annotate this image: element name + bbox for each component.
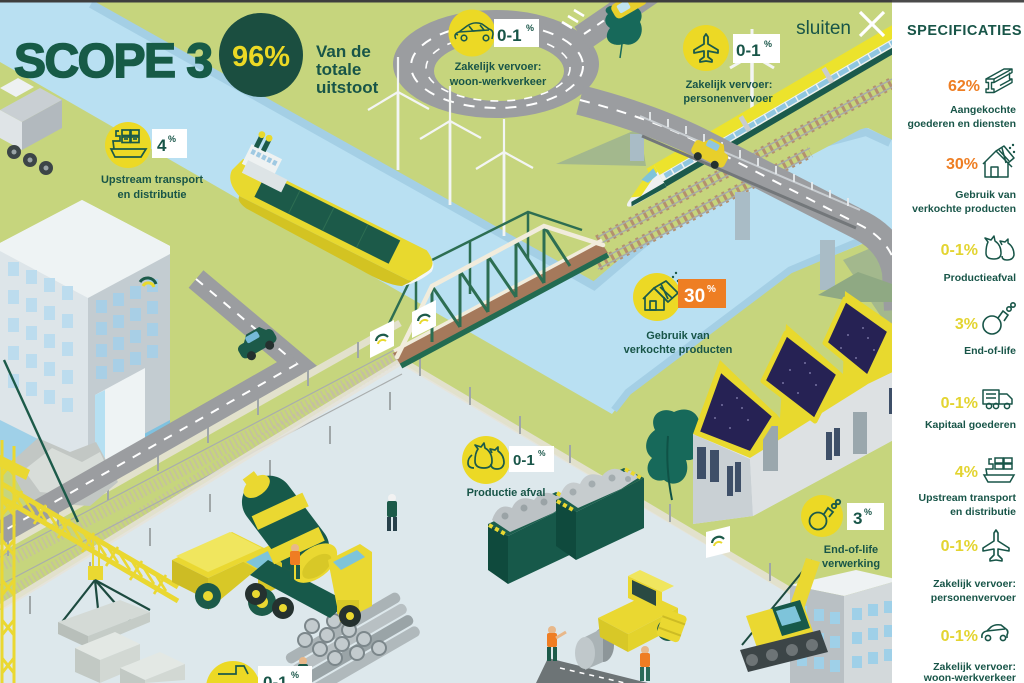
- svg-text:End-of-life: End-of-life: [964, 345, 1016, 357]
- svg-text:%: %: [526, 23, 534, 33]
- svg-text:%: %: [707, 284, 716, 295]
- svg-text:0-1%: 0-1%: [941, 538, 978, 555]
- svg-text:verwerking: verwerking: [822, 558, 880, 570]
- svg-text:Gebruik van: Gebruik van: [955, 189, 1016, 201]
- svg-text:verkochte producten: verkochte producten: [912, 203, 1016, 215]
- svg-text:0-1: 0-1: [497, 26, 522, 45]
- svg-text:4: 4: [157, 136, 167, 155]
- svg-text:Zakelijk vervoer:: Zakelijk vervoer:: [455, 61, 542, 73]
- svg-text:en distributie: en distributie: [117, 189, 186, 201]
- svg-text:Upstream transport: Upstream transport: [919, 492, 1017, 504]
- svg-text:0-1: 0-1: [736, 41, 761, 60]
- svg-text:Productieafval: Productieafval: [944, 272, 1016, 284]
- svg-text:woon-werkverkeer: woon-werkverkeer: [449, 76, 547, 88]
- svg-text:%: %: [291, 670, 299, 680]
- svg-text:Aangekochte: Aangekochte: [950, 104, 1016, 116]
- svg-text:30: 30: [684, 286, 705, 307]
- svg-text:4%: 4%: [955, 464, 978, 481]
- svg-text:woon-werkverkeer: woon-werkverkeer: [923, 672, 1016, 683]
- svg-text:SCOPE 3: SCOPE 3: [14, 35, 212, 88]
- svg-text:sluiten: sluiten: [796, 18, 851, 39]
- svg-text:Upstream transport: Upstream transport: [101, 174, 203, 186]
- svg-text:0-1%: 0-1%: [941, 395, 978, 412]
- svg-text:0-1%: 0-1%: [941, 628, 978, 645]
- svg-text:%: %: [864, 507, 872, 517]
- svg-text:SPECIFICATIES: SPECIFICATIES: [907, 23, 1022, 39]
- svg-text:%: %: [168, 134, 176, 144]
- svg-text:96%: 96%: [232, 41, 290, 73]
- svg-text:Zakelijk vervoer:: Zakelijk vervoer:: [933, 578, 1016, 590]
- svg-text:62%: 62%: [948, 78, 980, 95]
- svg-text:Gebruik van: Gebruik van: [646, 330, 710, 342]
- svg-text:3: 3: [853, 509, 862, 528]
- svg-text:0-1%: 0-1%: [941, 242, 978, 259]
- svg-text:uitstoot: uitstoot: [316, 78, 379, 97]
- svg-text:%: %: [538, 448, 546, 458]
- svg-text:personenvervoer: personenvervoer: [683, 93, 773, 105]
- svg-text:personenvervoer: personenvervoer: [931, 592, 1016, 604]
- svg-text:End-of-life: End-of-life: [824, 544, 878, 556]
- svg-text:3%: 3%: [955, 316, 978, 333]
- svg-text:Kapitaal goederen: Kapitaal goederen: [925, 419, 1016, 431]
- svg-text:30%: 30%: [946, 156, 978, 173]
- svg-text:0-1: 0-1: [513, 452, 535, 469]
- svg-text:Zakelijk vervoer:: Zakelijk vervoer:: [933, 661, 1016, 673]
- svg-text:verkochte producten: verkochte producten: [624, 344, 733, 356]
- svg-text:Productie afval: Productie afval: [467, 487, 546, 499]
- svg-text:Zakelijk vervoer:: Zakelijk vervoer:: [686, 79, 773, 91]
- svg-text:%: %: [764, 39, 772, 49]
- svg-text:totale: totale: [316, 60, 361, 79]
- svg-text:Van de: Van de: [316, 42, 371, 61]
- svg-text:goederen en diensten: goederen en diensten: [907, 118, 1016, 130]
- svg-text:en distributie: en distributie: [950, 506, 1016, 518]
- svg-text:0-1: 0-1: [263, 673, 288, 683]
